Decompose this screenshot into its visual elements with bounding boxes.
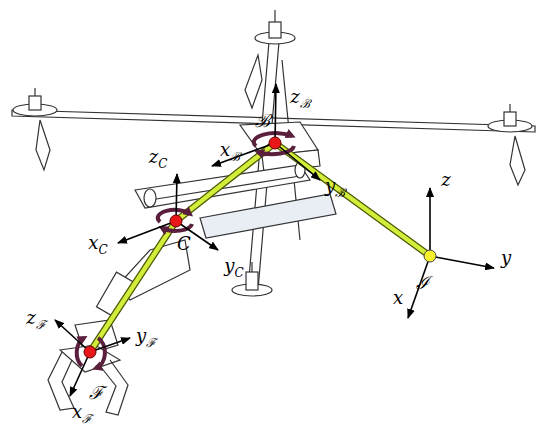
axis-label: yℱ [136, 327, 156, 345]
axis-label: yC [224, 257, 243, 275]
axis-label: xℬ [220, 141, 240, 159]
axis-label: yℬ [325, 177, 345, 195]
axis-label: ℬ [255, 112, 270, 130]
axis-label: z [441, 171, 450, 189]
axis-label: xℱ [72, 403, 92, 421]
axis-label: zC [149, 148, 168, 166]
axis-label: zℬ [290, 88, 309, 106]
axis-label: ℐ [416, 274, 429, 292]
axis-label: x [393, 289, 403, 307]
axis-label: zℱ [26, 309, 45, 327]
axis-label: xC [88, 234, 107, 252]
axis-label: C [177, 235, 191, 253]
axis-label: ℱ [89, 384, 104, 402]
axis-label: y [501, 249, 511, 267]
